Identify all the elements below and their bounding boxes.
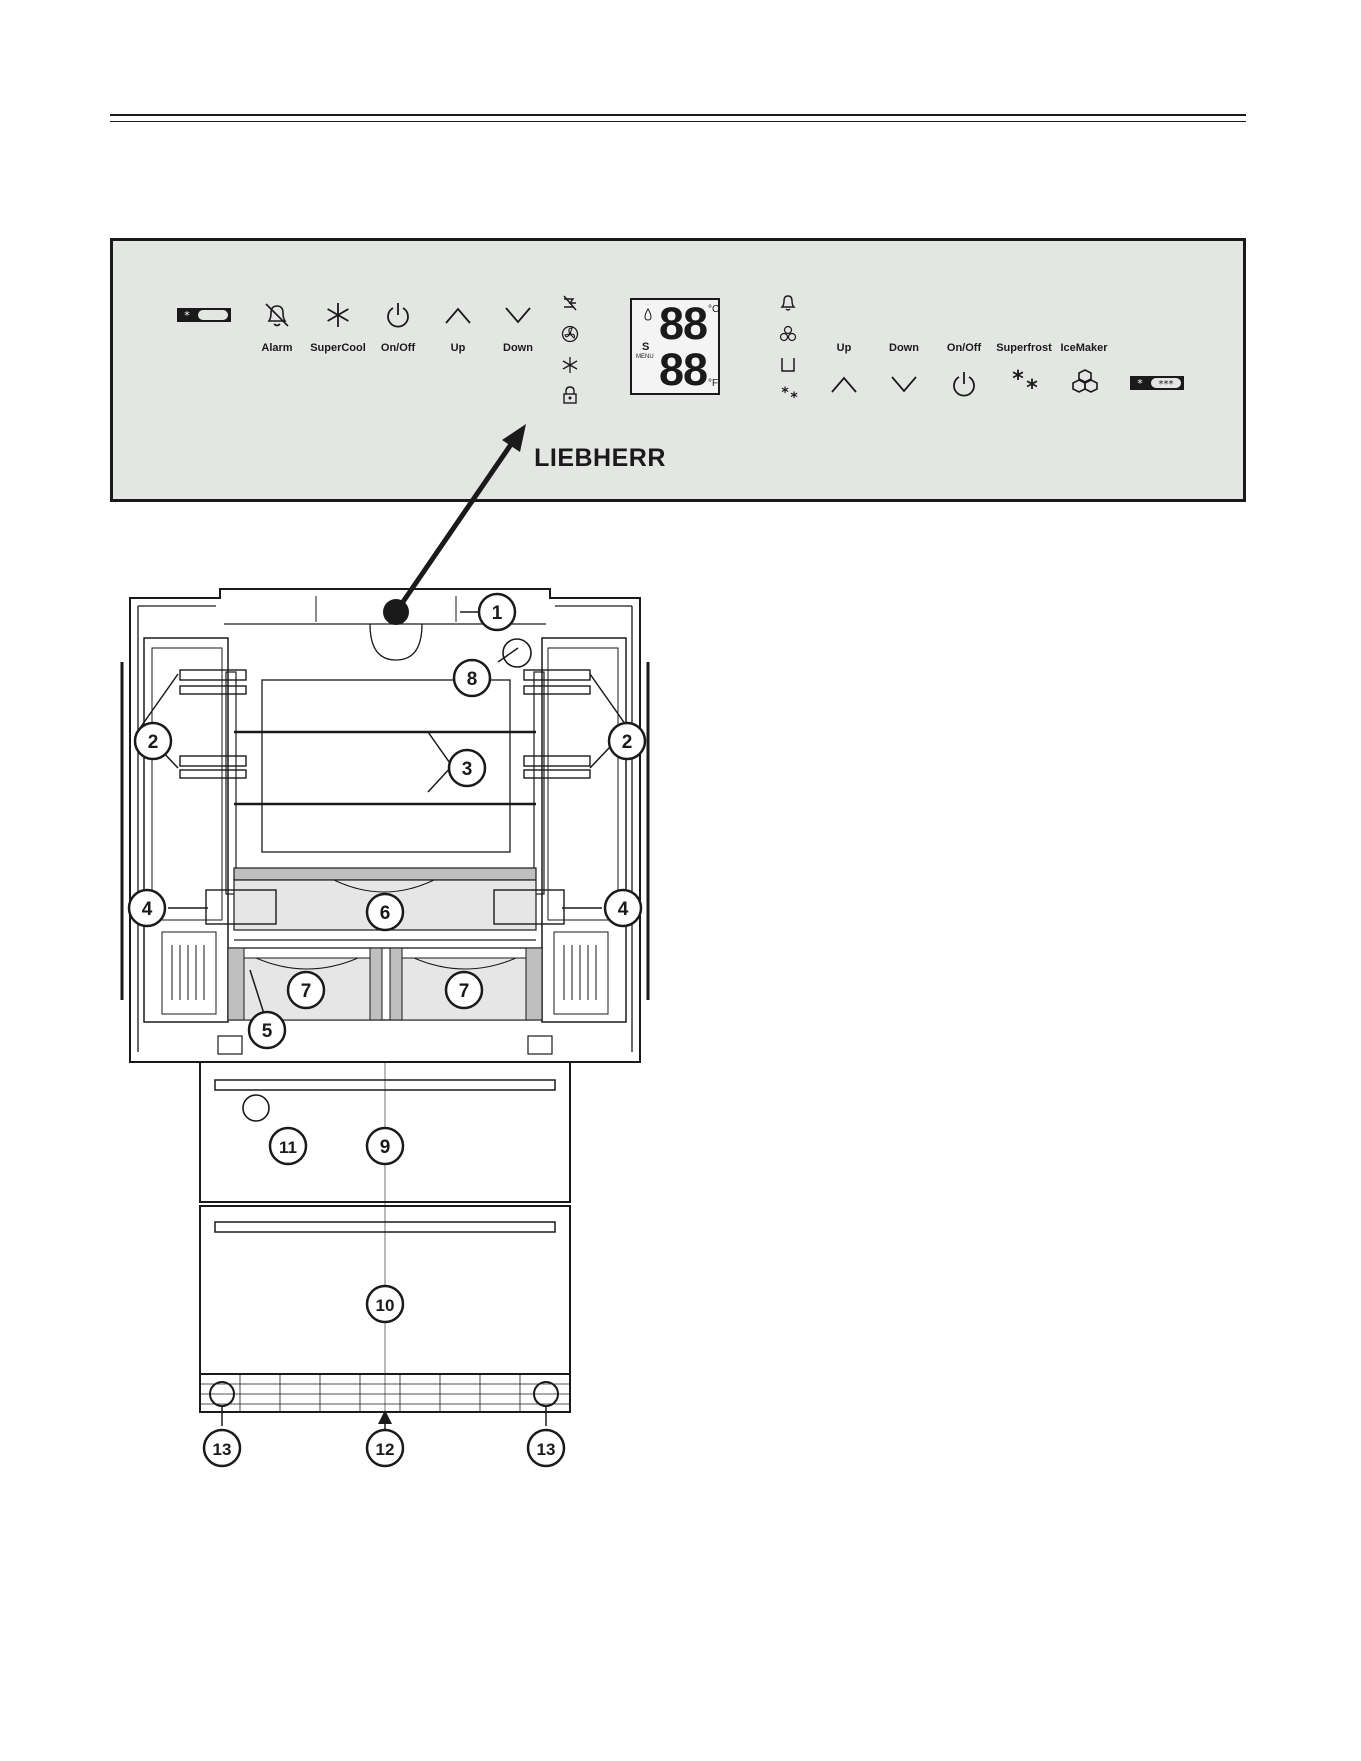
callout-number: 10	[376, 1296, 395, 1315]
callout-number: 7	[301, 981, 312, 1002]
callout-number: 3	[462, 759, 473, 780]
callout-number: 2	[148, 732, 159, 753]
callout-number: 12	[376, 1440, 395, 1459]
right-door	[542, 638, 626, 1022]
light-fixture	[503, 639, 531, 667]
left-door	[144, 638, 228, 1022]
control-panel-location-dot	[383, 599, 409, 625]
callout-number: 13	[537, 1440, 556, 1459]
callout-number: 4	[618, 899, 629, 920]
panel-pointer-arrow	[396, 440, 514, 612]
callout-number: 4	[142, 899, 153, 920]
callout-number: 5	[262, 1021, 273, 1042]
callout-number: 13	[213, 1440, 232, 1459]
callout-number: 1	[492, 603, 503, 624]
callout-number: 7	[459, 981, 470, 1002]
door-shelves	[180, 670, 590, 778]
ice-maker-marker	[243, 1095, 269, 1121]
callout-number: 9	[380, 1137, 391, 1158]
callout-number: 2	[622, 732, 633, 753]
callout-number: 8	[467, 669, 478, 690]
callout-number: 11	[279, 1138, 297, 1157]
callout-number: 6	[380, 903, 391, 924]
